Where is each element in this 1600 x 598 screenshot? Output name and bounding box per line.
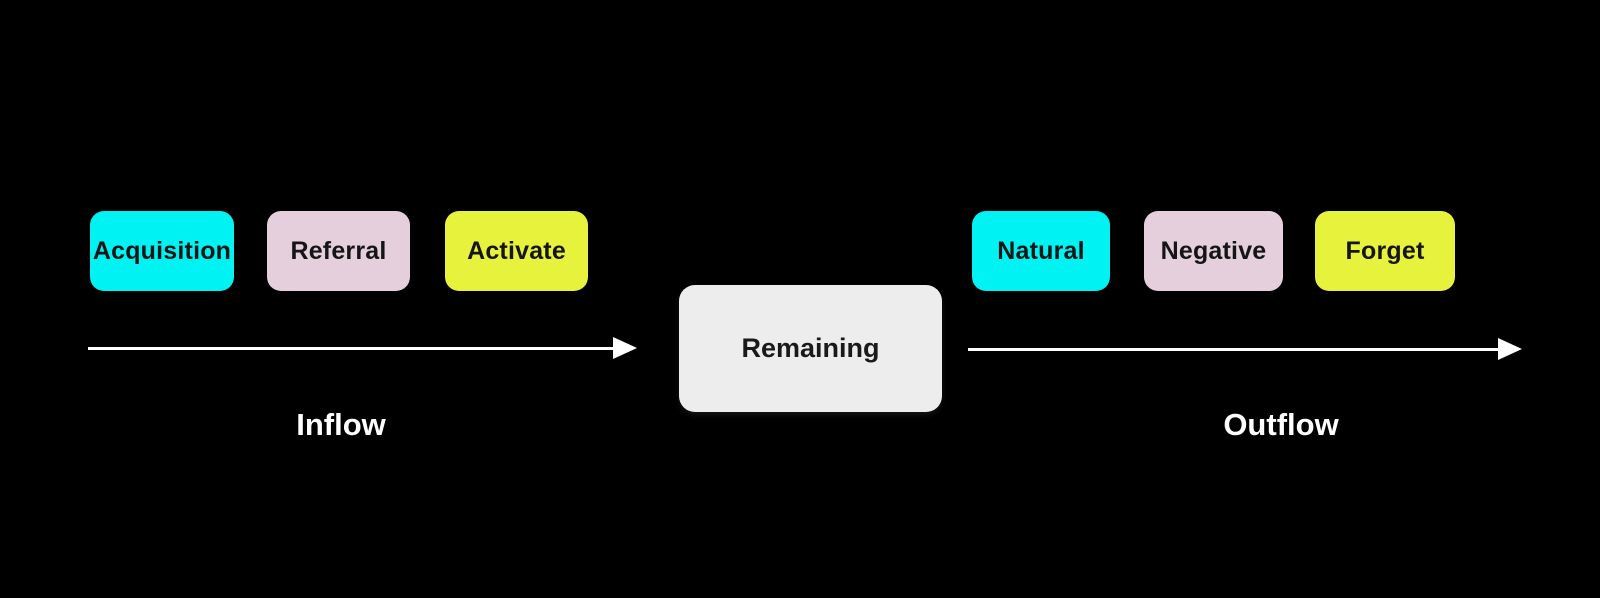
inflow-label: Inflow — [296, 407, 386, 442]
inflow-arrow — [88, 337, 637, 359]
outflow-label: Outflow — [1223, 407, 1339, 442]
node-remaining: Remaining — [679, 285, 942, 412]
node-forget: Forget — [1315, 211, 1455, 291]
node-referral: Referral — [267, 211, 410, 291]
node-acquisition: Acquisition — [90, 211, 234, 291]
outflow-arrow-line — [968, 348, 1500, 351]
outflow-arrowhead-icon — [1498, 338, 1522, 360]
node-negative: Negative — [1144, 211, 1283, 291]
outflow-arrow — [968, 338, 1522, 360]
node-activate: Activate — [445, 211, 588, 291]
inflow-arrowhead-icon — [613, 337, 637, 359]
inflow-arrow-line — [88, 347, 615, 350]
node-natural: Natural — [972, 211, 1110, 291]
